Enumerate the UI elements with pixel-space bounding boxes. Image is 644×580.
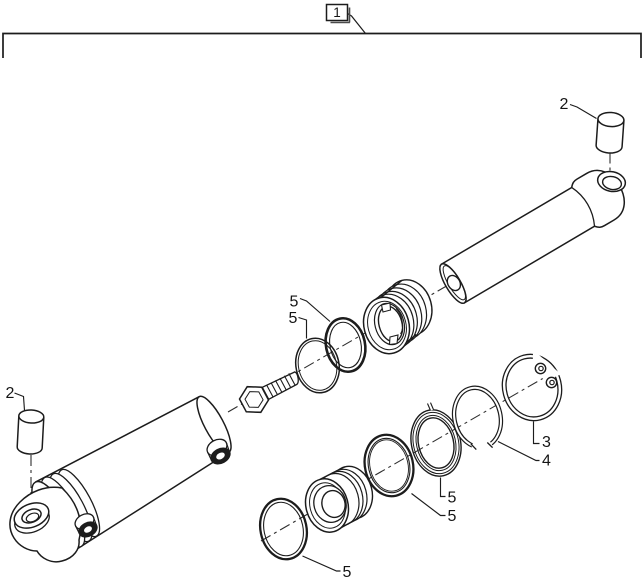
- barrel-port-lower: [74, 513, 98, 538]
- leader-lines: [14, 103, 597, 572]
- rod-end-hole: [446, 274, 462, 292]
- callout-5-rod-seal-outer: 5: [290, 294, 299, 311]
- callout-labels: 2 2 5 5 3 4 5 5 5: [6, 96, 569, 580]
- bolt-head: [238, 385, 270, 414]
- wear-ring: [451, 385, 504, 453]
- bolt-threads: [266, 373, 296, 398]
- hex-bolt: [238, 371, 299, 414]
- cylinder-rod: [439, 169, 627, 305]
- rod-pin-bushing: [595, 111, 625, 154]
- snap-ring: [501, 349, 563, 422]
- callout-3-snap-ring: 3: [542, 434, 551, 451]
- clevis-eye-bore: [25, 512, 40, 523]
- piston-o-ring: [258, 497, 309, 561]
- callout-5-rod-seal-inner: 5: [289, 310, 298, 327]
- callout-4-wear-ring: 4: [542, 453, 551, 470]
- callout-5-piston-seal: 5: [448, 508, 457, 525]
- callout-2-barrel-bushing: 2: [6, 385, 15, 402]
- piston-seal: [363, 433, 415, 498]
- callout-1-label: 1: [333, 5, 341, 20]
- assembly-bracket: [2, 12, 642, 58]
- callout-5-piston-o-ring: 5: [343, 564, 352, 580]
- callout-2-rod-bushing: 2: [560, 96, 569, 113]
- gland-head: [362, 279, 433, 355]
- rod-eye-bore: [601, 175, 623, 191]
- piston-bore: [321, 489, 346, 519]
- gland-notch: [380, 302, 392, 313]
- barrel-port-upper: [206, 438, 231, 465]
- rod-seal-outer-ring: [324, 316, 367, 374]
- piston: [304, 465, 374, 533]
- callout-1-box: 1: [325, 3, 351, 24]
- gland-notch: [388, 334, 399, 346]
- cylinder-barrel: [9, 395, 232, 563]
- callout-5-split-ring: 5: [448, 490, 457, 507]
- bolt-shank: [261, 371, 299, 401]
- barrel-pin-bushing: [16, 409, 45, 455]
